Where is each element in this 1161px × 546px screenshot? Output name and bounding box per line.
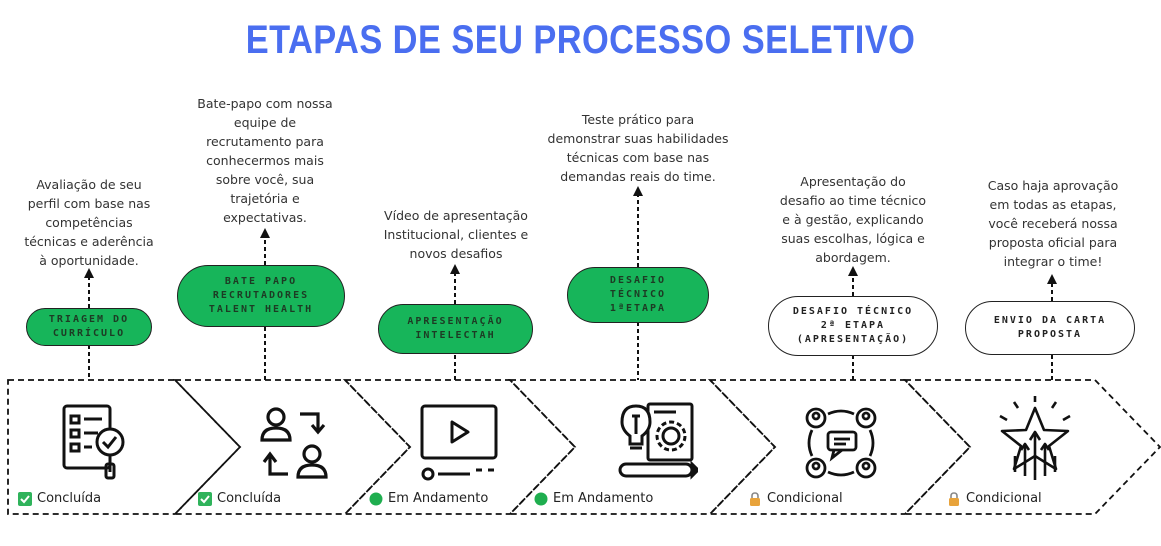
step-5-status: Condicional	[748, 491, 843, 506]
stage-shape-1	[7, 379, 242, 515]
team-chat-cycle-icon	[805, 407, 877, 479]
video-player-icon	[420, 404, 498, 481]
step-1-pill: TRIAGEM DO CURRÍCULO	[26, 308, 152, 346]
step-5-pill: DESAFIO TÉCNICO 2ª ETAPA (APRESENTAÇÃO)	[768, 296, 938, 356]
status-text: Condicional	[767, 491, 843, 506]
step-4-pill: DESAFIO TÉCNICO 1ªETAPA	[567, 267, 709, 323]
status-text: Condicional	[966, 491, 1042, 506]
status-text: Concluída	[217, 491, 282, 506]
status-text: Concluída	[37, 491, 102, 506]
green-circle-icon	[534, 492, 548, 505]
step-6-pill: ENVIO DA CARTA PROPOSTA	[965, 301, 1135, 355]
checklist-magnifier-icon	[62, 404, 125, 480]
lock-icon	[750, 491, 760, 506]
step-4-status: Em Andamento	[534, 491, 653, 506]
star-arrows-icon	[999, 396, 1071, 480]
step-3-pill: APRESENTAÇÃO INTELECTAH	[378, 304, 533, 354]
page-title: ETAPAS DE SEU PROCESSO SELETIVO	[245, 18, 916, 62]
check-icon	[18, 491, 32, 506]
people-exchange-icon	[260, 407, 328, 479]
status-text: Em Andamento	[553, 491, 654, 506]
step-2-pill: BATE PAPO RECRUTADORES TALENT HEALTH	[177, 265, 345, 327]
step-1-status: Concluída	[18, 491, 101, 506]
step-3-status: Em Andamento	[369, 491, 488, 506]
status-text: Em Andamento	[388, 491, 489, 506]
check-icon	[198, 491, 212, 506]
idea-gear-document-icon	[618, 402, 698, 480]
green-circle-icon	[369, 492, 383, 505]
lock-icon	[949, 491, 959, 506]
step-2-status: Concluída	[198, 491, 281, 506]
stage-shape-6	[902, 379, 1161, 515]
step-6-status: Condicional	[947, 491, 1042, 506]
